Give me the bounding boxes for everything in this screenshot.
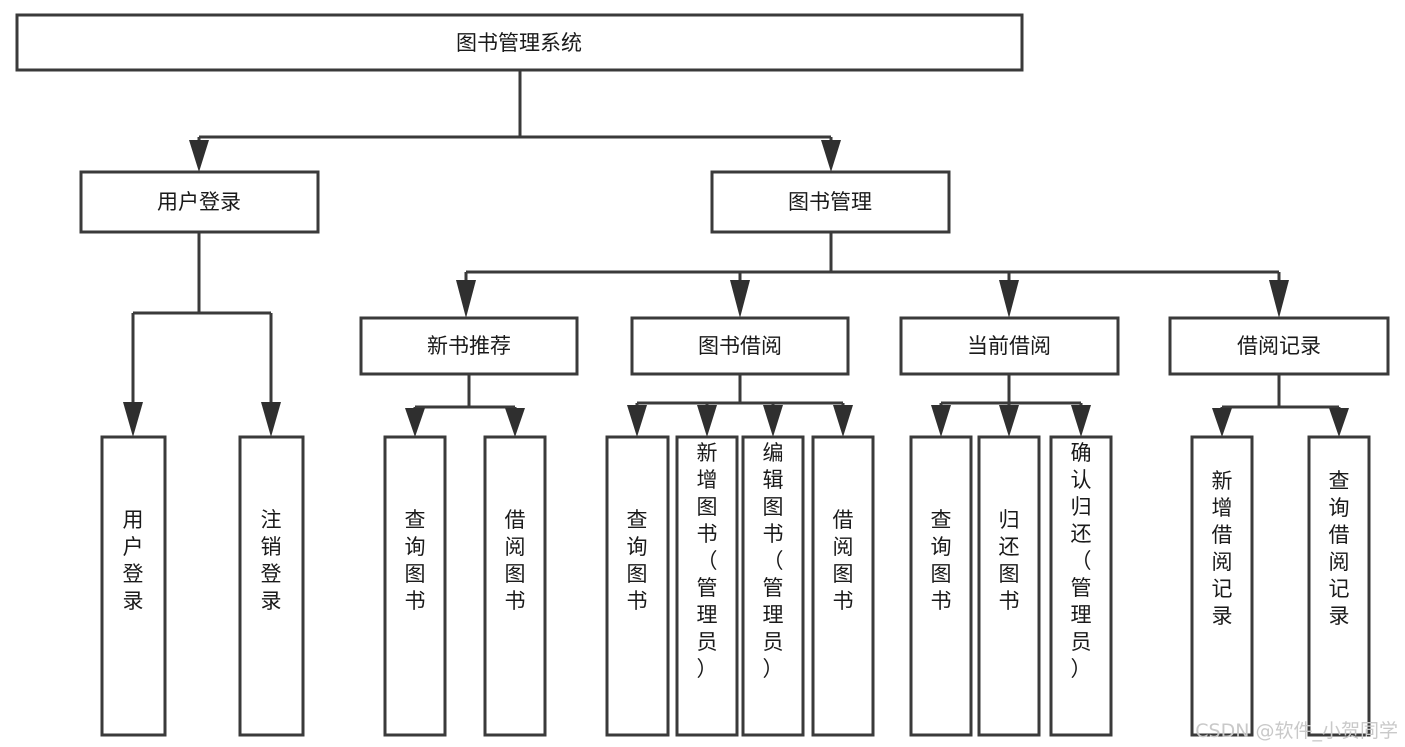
arrow-head-leaf-logout xyxy=(261,402,281,437)
leaf-query-book-3[interactable]: 查询图书 xyxy=(909,435,973,737)
leaf-edit-book-label: 编辑图书（管理员） xyxy=(763,441,784,681)
connectors-layer xyxy=(123,70,1349,437)
connector-new-book-rec-to-leaves xyxy=(405,374,525,437)
arrow-head-edit-book xyxy=(763,405,783,437)
leaf-add-record[interactable]: 新增借阅记录 xyxy=(1190,435,1254,737)
arrow-head-borrow-book-1 xyxy=(505,408,525,437)
leaf-query-book-2-label: 查询图书 xyxy=(627,508,648,613)
arrow-head-query-book-1 xyxy=(405,408,425,437)
leaf-user-login-label: 用户登录 xyxy=(123,508,144,613)
node-borrow-record[interactable]: 借阅记录 xyxy=(1168,316,1390,376)
arrow-head-user-login xyxy=(189,140,209,172)
arrow-head-confirm-return xyxy=(1071,405,1091,437)
leaf-query-book-1[interactable]: 查询图书 xyxy=(383,435,447,737)
leaf-add-record-box[interactable] xyxy=(1190,435,1254,737)
leaf-borrow-book-1-box[interactable] xyxy=(483,435,547,737)
leaf-return-book-box[interactable] xyxy=(977,435,1041,737)
connector-book-manage-to-level2 xyxy=(456,232,1289,318)
arrow-head-leaf-user-login xyxy=(123,402,143,437)
node-root-box[interactable] xyxy=(15,13,1024,72)
leaf-edit-book[interactable]: 编辑图书（管理员） xyxy=(741,435,805,737)
connector-borrow-record-to-leaves xyxy=(1212,374,1349,437)
leaf-query-book-1-box[interactable] xyxy=(383,435,447,737)
node-borrow-record-box[interactable] xyxy=(1168,316,1390,376)
arrow-head-return-book xyxy=(999,405,1019,437)
leaf-return-book[interactable]: 归还图书 xyxy=(977,435,1041,737)
node-book-borrow-label: 图书借阅 xyxy=(698,334,782,358)
node-book-manage[interactable]: 图书管理 xyxy=(710,170,951,234)
arrow-head-book-borrow xyxy=(730,280,750,318)
leaf-query-record-label: 查询借阅记录 xyxy=(1329,469,1350,628)
leaf-user-login[interactable]: 用户登录 xyxy=(100,435,167,737)
leaf-logout[interactable]: 注销登录 xyxy=(238,435,305,737)
leaf-add-book-box[interactable] xyxy=(675,435,739,737)
connector-current-borrow-to-leaves xyxy=(931,374,1091,437)
leaf-add-book-label: 新增图书（管理员） xyxy=(697,441,718,681)
csdn-watermark: CSDN @软件_小贺同学 xyxy=(1195,720,1398,742)
node-new-book-rec[interactable]: 新书推荐 xyxy=(359,316,579,376)
leaf-query-book-2-box[interactable] xyxy=(605,435,670,737)
leaf-confirm-return-label: 确认归还（管理员） xyxy=(1071,441,1092,681)
leaf-borrow-book-1-label: 借阅图书 xyxy=(505,508,526,613)
connector-root-to-level1 xyxy=(189,70,841,172)
arrow-head-query-book-3 xyxy=(931,405,951,437)
node-borrow-record-label: 借阅记录 xyxy=(1237,334,1321,358)
node-new-book-rec-box[interactable] xyxy=(359,316,579,376)
leaf-user-login-box[interactable] xyxy=(100,435,167,737)
leaf-confirm-return-box[interactable] xyxy=(1049,435,1113,737)
arrow-head-new-book-rec xyxy=(456,280,476,318)
node-root[interactable]: 图书管理系统 xyxy=(15,13,1024,72)
arrow-head-current-borrow xyxy=(999,280,1019,318)
node-root-label: 图书管理系统 xyxy=(456,31,582,55)
arrow-head-query-record xyxy=(1329,408,1349,437)
node-user-login-label: 用户登录 xyxy=(157,190,241,214)
node-book-manage-label: 图书管理 xyxy=(788,190,872,214)
leaf-borrow-book-1[interactable]: 借阅图书 xyxy=(483,435,547,737)
leaf-edit-book-box[interactable] xyxy=(741,435,805,737)
leaf-add-book[interactable]: 新增图书（管理员） xyxy=(675,435,739,737)
leaf-add-record-label: 新增借阅记录 xyxy=(1212,469,1233,628)
leaf-borrow-book-2-label: 借阅图书 xyxy=(833,508,854,613)
arrow-head-add-record xyxy=(1212,408,1232,437)
arrow-head-query-book-2 xyxy=(627,405,647,437)
node-book-borrow[interactable]: 图书借阅 xyxy=(630,316,850,376)
node-user-login-box[interactable] xyxy=(79,170,320,234)
arrow-head-borrow-record xyxy=(1269,280,1289,318)
node-current-borrow[interactable]: 当前借阅 xyxy=(899,316,1120,376)
leaf-query-book-3-label: 查询图书 xyxy=(931,508,952,613)
node-new-book-rec-label: 新书推荐 xyxy=(427,334,511,358)
leaf-query-book-3-box[interactable] xyxy=(909,435,973,737)
leaf-logout-box[interactable] xyxy=(238,435,305,737)
arrow-head-borrow-book-2 xyxy=(833,405,853,437)
node-current-borrow-box[interactable] xyxy=(899,316,1120,376)
leaf-return-book-label: 归还图书 xyxy=(999,508,1020,613)
leaf-query-record[interactable]: 查询借阅记录 xyxy=(1307,435,1371,737)
leaf-borrow-book-2-box[interactable] xyxy=(811,435,875,737)
arrow-head-book-manage xyxy=(821,140,841,172)
leaf-logout-label: 注销登录 xyxy=(261,508,282,613)
connector-user-login-to-leaves xyxy=(123,232,281,437)
node-book-manage-box[interactable] xyxy=(710,170,951,234)
node-user-login[interactable]: 用户登录 xyxy=(79,170,320,234)
leaf-borrow-book-2[interactable]: 借阅图书 xyxy=(811,435,875,737)
leaf-query-book-1-label: 查询图书 xyxy=(405,508,426,613)
node-current-borrow-label: 当前借阅 xyxy=(967,334,1051,358)
leaf-confirm-return[interactable]: 确认归还（管理员） xyxy=(1049,435,1113,737)
leaf-query-record-box[interactable] xyxy=(1307,435,1371,737)
leaf-query-book-2[interactable]: 查询图书 xyxy=(605,435,670,737)
arrow-head-add-book xyxy=(697,405,717,437)
node-book-borrow-box[interactable] xyxy=(630,316,850,376)
connector-book-borrow-to-leaves xyxy=(627,374,853,437)
